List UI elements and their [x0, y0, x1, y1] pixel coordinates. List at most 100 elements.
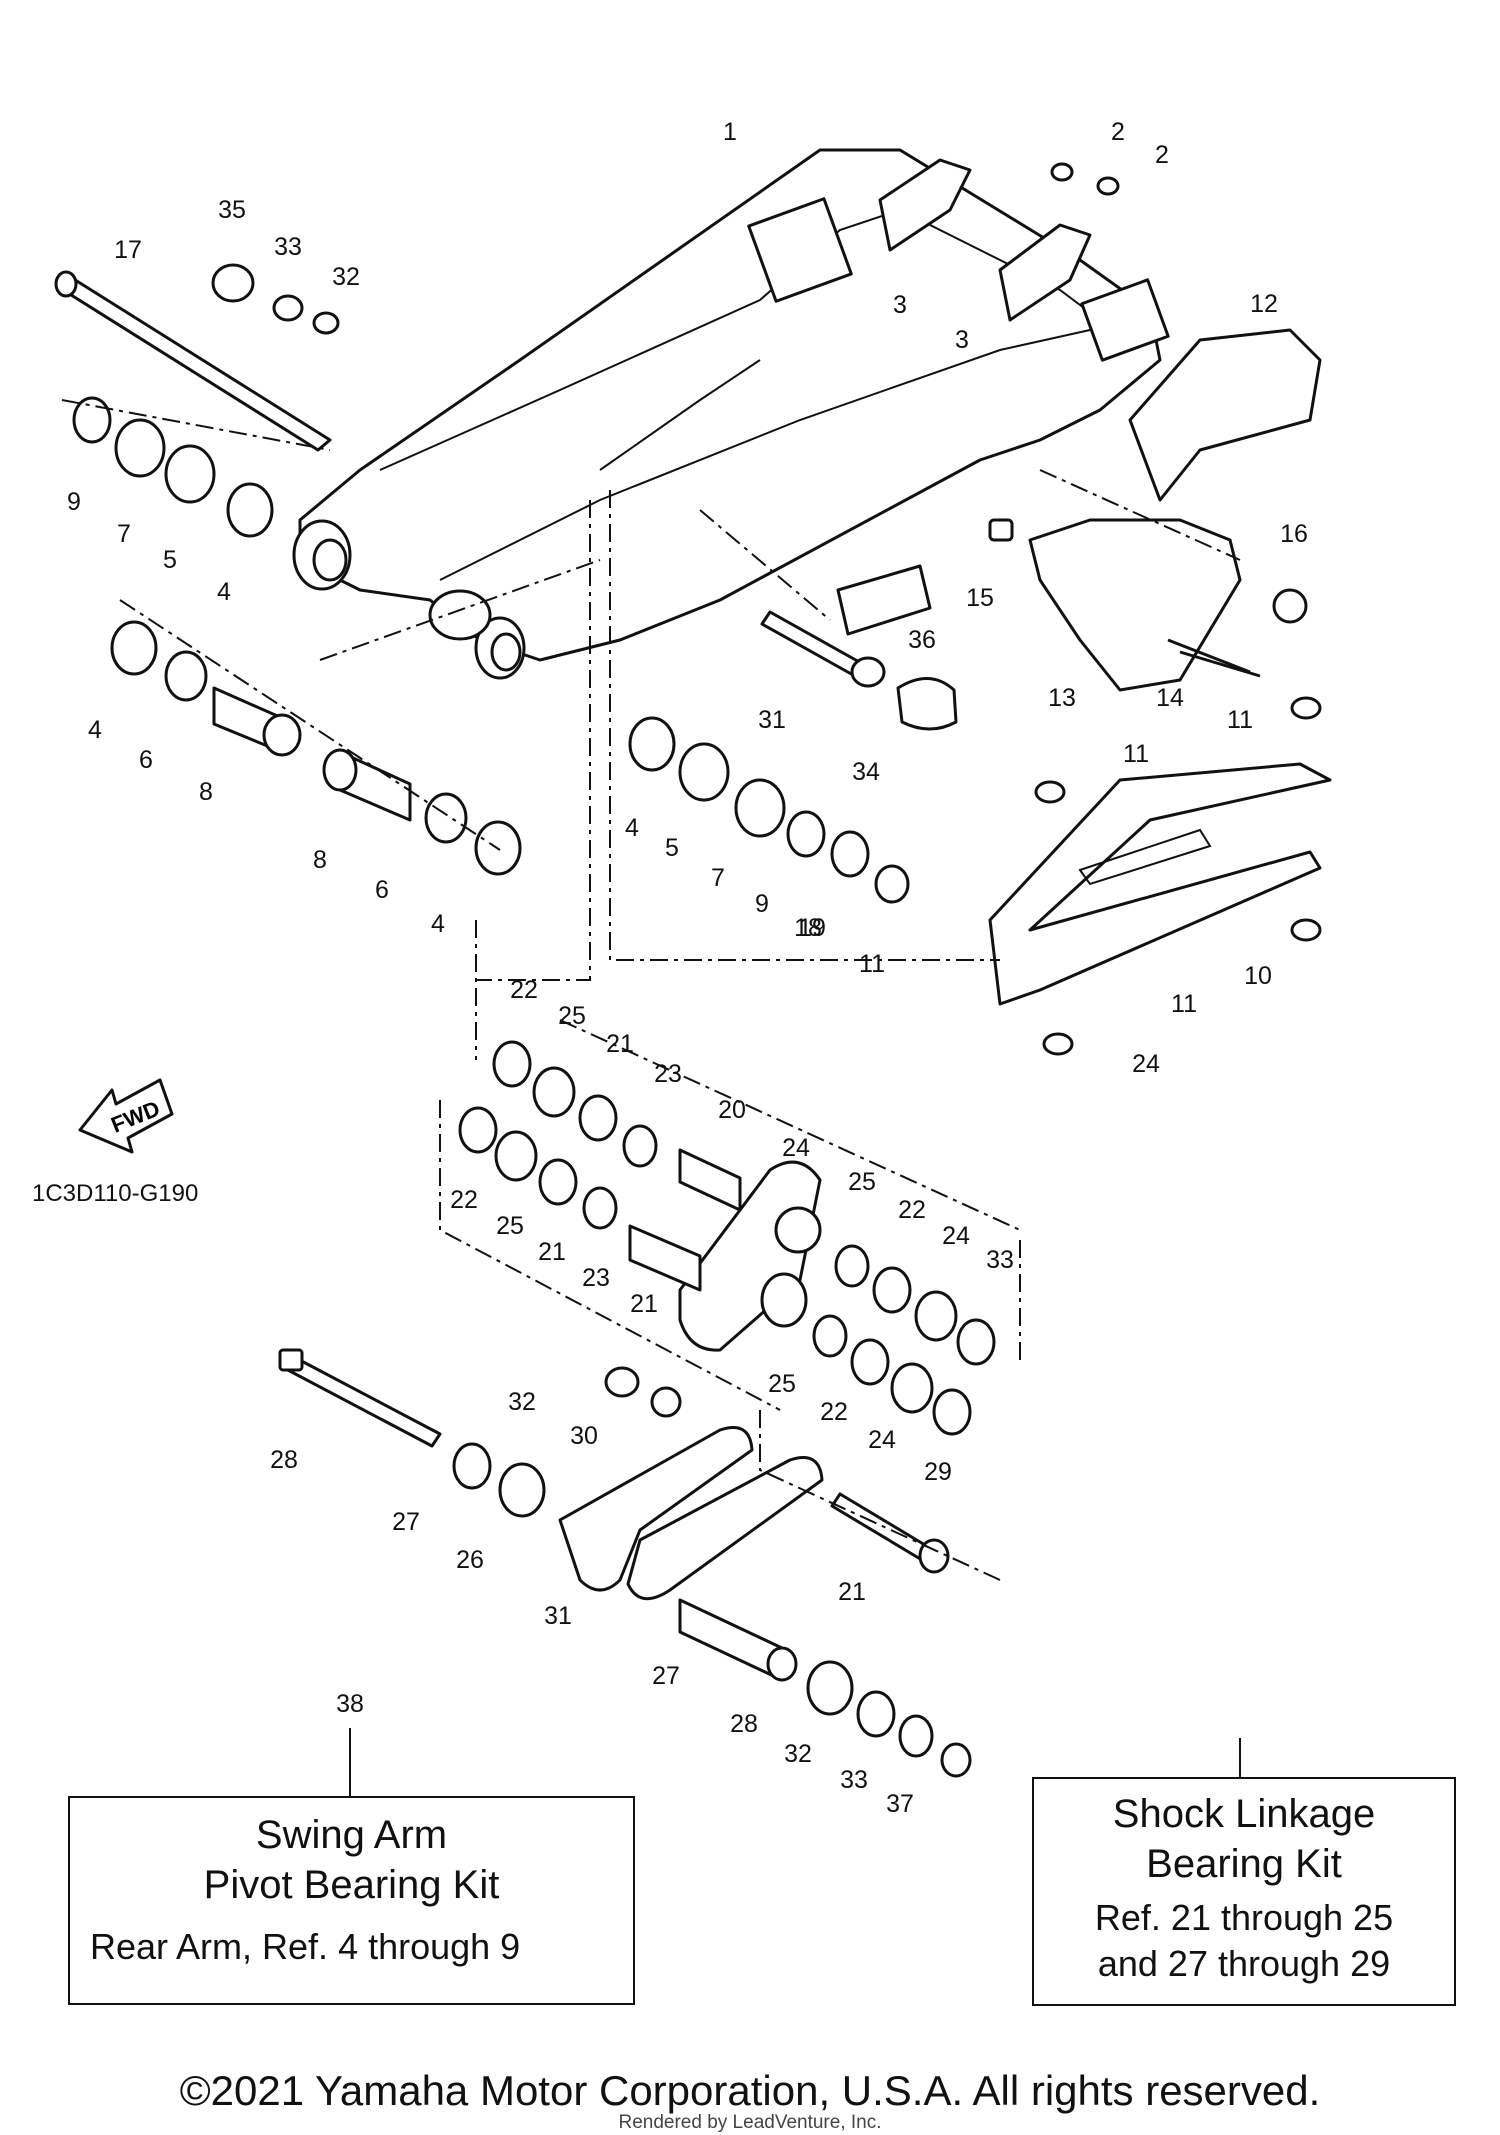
callout: 4 — [217, 578, 231, 606]
swing-arm-bearing-kit-box[interactable]: Swing Arm Pivot Bearing Kit Rear Arm, Re… — [68, 1796, 635, 2005]
callout: 6 — [375, 876, 389, 904]
chain-slider[interactable] — [988, 762, 1332, 1006]
top-collars[interactable] — [211, 263, 340, 335]
callout: 20 — [718, 1096, 746, 1124]
slider-screws[interactable] — [1034, 696, 1322, 1056]
callout: 25 — [558, 1002, 586, 1030]
callout: 11 — [1227, 706, 1253, 734]
kit-subtitle: Rear Arm, Ref. 4 through 9 — [90, 1926, 521, 1967]
callout: 37 — [886, 1790, 914, 1818]
left-pivot-bearings[interactable] — [72, 396, 274, 538]
callout: 21 — [606, 1030, 634, 1058]
copyright-notice: ©2021 Yamaha Motor Corporation, U.S.A. A… — [179, 2067, 1321, 2114]
screws-2[interactable] — [1050, 162, 1120, 196]
kit-subtitle-line2: and 27 through 29 — [1097, 1943, 1391, 1984]
callout: 36 — [908, 626, 936, 654]
lower-bolt-30[interactable] — [278, 1348, 546, 1518]
callout: 26 — [456, 1546, 484, 1574]
shock-linkage-bearing-kit-box[interactable]: Shock Linkage Bearing Kit Ref. 21 throug… — [1032, 1777, 1456, 2006]
right-pivot-bearings[interactable] — [628, 716, 910, 904]
kit-title-line1: Swing Arm — [255, 1813, 448, 1857]
callout: 1 — [723, 118, 737, 146]
callout: 35 — [218, 196, 246, 224]
callout: 4 — [431, 910, 445, 938]
callout: 27 — [652, 1662, 680, 1690]
callout: 21 — [538, 1238, 566, 1266]
callout: 6 — [139, 746, 153, 774]
callout: 33 — [986, 1246, 1014, 1274]
callout: 8 — [199, 778, 213, 806]
callout: 13 — [1048, 684, 1076, 712]
callout: 21 — [630, 1290, 658, 1318]
kit-title-line2: Pivot Bearing Kit — [203, 1863, 500, 1907]
callout: 27 — [392, 1508, 420, 1536]
callout: 23 — [654, 1060, 682, 1088]
callout: 8 — [313, 846, 327, 874]
callout: 11 — [1123, 740, 1149, 768]
callout: 3 — [955, 326, 969, 354]
callout: 12 — [1250, 290, 1278, 318]
callout: 4 — [625, 814, 639, 842]
lower-pivot-bearings[interactable] — [110, 620, 522, 876]
callout: 29 — [924, 1458, 952, 1486]
callout: 17 — [114, 236, 142, 264]
kit-subtitle-line1: Ref. 21 through 25 — [1094, 1897, 1394, 1938]
callout: 14 — [1156, 684, 1184, 712]
callout: 33 — [274, 233, 302, 261]
callout: 22 — [450, 1186, 478, 1214]
callout: 2 — [1111, 118, 1125, 146]
lower-bolt-31[interactable] — [830, 1492, 950, 1574]
assembly-lines — [61, 399, 1241, 1581]
callout: 7 — [117, 520, 131, 548]
callout: 24 — [1132, 1050, 1160, 1078]
callout: 5 — [163, 546, 177, 574]
callout: 31 — [758, 706, 786, 734]
callout: 30 — [570, 1422, 598, 1450]
connecting-rods[interactable] — [558, 1426, 824, 1601]
callout: 11 — [859, 950, 885, 978]
callout: 32 — [784, 1740, 812, 1768]
callout: 9 — [755, 890, 769, 918]
relay-arm[interactable] — [678, 1160, 822, 1352]
callout: 25 — [848, 1168, 876, 1196]
callout: 16 — [1280, 520, 1308, 548]
callout: 22 — [898, 1196, 926, 1224]
kit-title-line2: Bearing Kit — [1146, 1842, 1342, 1886]
callout: 2 — [1155, 141, 1169, 169]
callout: 32 — [508, 1388, 536, 1416]
callout: 4 — [88, 716, 102, 744]
callout-labels: 1 2 2 3 3 35 33 32 17 12 9 7 5 4 16 15 3… — [67, 118, 1308, 1818]
mid-nut-washer[interactable] — [604, 1366, 682, 1418]
linkage-bearings[interactable] — [458, 1040, 996, 1436]
callout: 28 — [270, 1446, 298, 1474]
callout: 28 — [730, 1710, 758, 1738]
callout: 21 — [838, 1578, 866, 1606]
callout: 24 — [942, 1222, 970, 1250]
lower-collar-stack[interactable] — [678, 1598, 972, 1778]
callout: 22 — [820, 1398, 848, 1426]
decal — [836, 564, 932, 636]
pivot-shaft[interactable] — [54, 270, 332, 452]
callout: 24 — [868, 1426, 896, 1454]
callout: 19 — [798, 914, 826, 942]
callout: 18 — [794, 914, 822, 942]
swing-arm[interactable] — [292, 148, 1170, 680]
kit-title-line1: Shock Linkage — [1112, 1792, 1376, 1836]
callout: 10 — [1244, 962, 1272, 990]
callout: 38 — [336, 1690, 364, 1718]
callout: 33 — [840, 1766, 868, 1794]
chain-guide[interactable] — [988, 328, 1322, 692]
callout: 22 — [510, 976, 538, 1004]
upper-bolt-and-plug[interactable] — [760, 610, 958, 731]
callout: 25 — [496, 1212, 524, 1240]
chain-adjuster-plates[interactable] — [878, 158, 1092, 322]
callout: 5 — [665, 834, 679, 862]
callout: 3 — [893, 291, 907, 319]
diagram-code: 1C3D110-G190 — [32, 1180, 199, 1207]
callout: 34 — [852, 758, 880, 786]
callout: 15 — [966, 584, 994, 612]
rendered-by-credit: Rendered by LeadVenture, Inc. — [618, 2112, 882, 2133]
callout: 31 — [544, 1602, 572, 1630]
callout: 24 — [782, 1134, 810, 1162]
